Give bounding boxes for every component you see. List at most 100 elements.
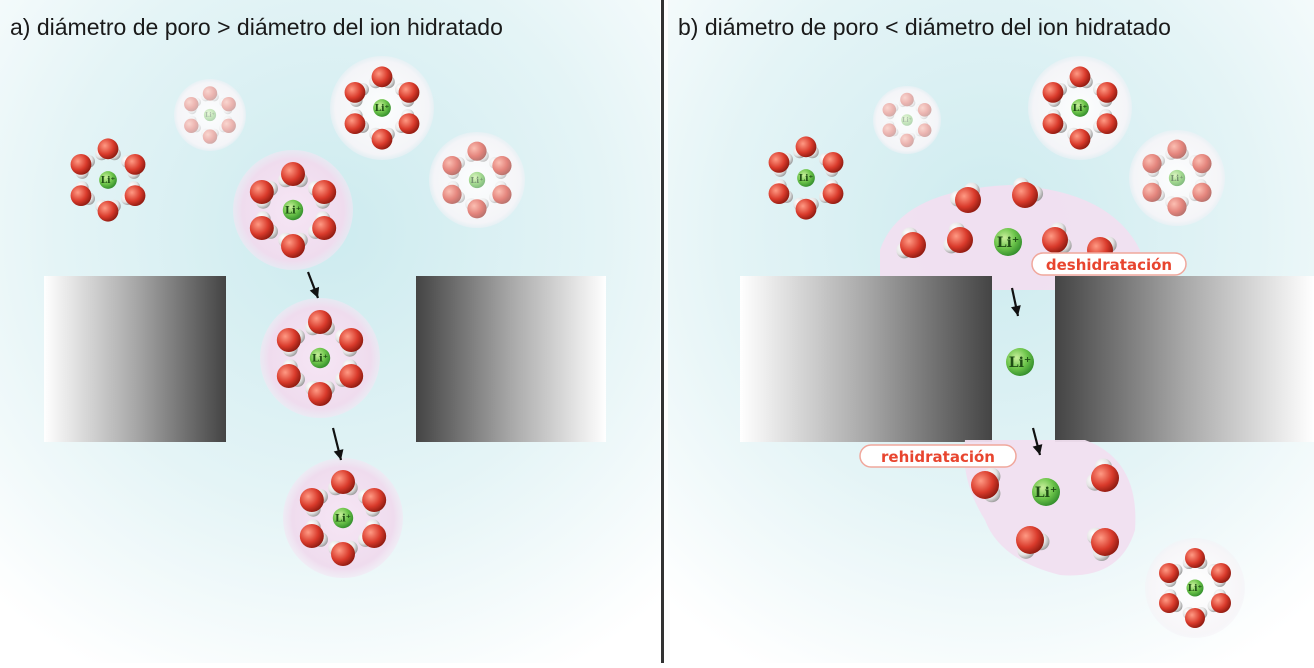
water-molecule-icon (201, 86, 219, 102)
water-molecule-icon (328, 470, 358, 496)
water-molecule-icon (1165, 196, 1189, 217)
water-molecule-icon (1016, 526, 1050, 559)
lithium-ion-icon: Li⁺ (1006, 348, 1034, 376)
lithium-ion-icon: Li⁺ (332, 507, 354, 529)
water-molecule-icon (1159, 589, 1183, 613)
lithium-ion-icon: Li⁺ (373, 99, 391, 117)
water-molecule-icon (1142, 154, 1165, 177)
water-molecule-icon (882, 103, 899, 120)
water-molecule-icon (358, 519, 387, 548)
arrows (306, 271, 1043, 461)
lithium-ion-icon: Li⁺ (1071, 99, 1089, 117)
water-molecule-icon (395, 109, 420, 134)
water-molecule-icon (442, 181, 465, 204)
lithium-ion-icon: Li⁺ (1168, 169, 1186, 187)
ion-label: Li⁺ (101, 176, 116, 186)
hydrated-ion: Li⁺ (330, 56, 434, 160)
water-molecule-icon (305, 380, 335, 406)
water-molecule-icon (328, 540, 358, 566)
water-molecule-icon (971, 467, 1001, 503)
water-molecule-icon (793, 136, 819, 159)
water-molecule-icon (344, 109, 369, 134)
water-molecule-icon (305, 310, 335, 336)
lithium-ion-icon: Li⁺ (309, 347, 331, 369)
water-molecule-icon (1207, 563, 1231, 587)
water-molecule-icon (369, 127, 395, 150)
hydrated-ion: Li⁺ (429, 132, 525, 228)
water-molecule-icon (219, 115, 236, 133)
water-molecule-icon (121, 181, 146, 207)
water-molecule-icon (1067, 66, 1093, 89)
ion-label: Li⁺ (1009, 355, 1032, 371)
water-molecule-icon (949, 182, 981, 213)
hydrated-ion: Li⁺ (283, 458, 403, 578)
water-molecule-icon (201, 128, 219, 144)
panel-a-title: a) diámetro de poro > diámetro del ion h… (10, 14, 503, 40)
water-molecule-icon (395, 82, 420, 107)
ion-label: Li⁺ (1171, 173, 1184, 183)
water-molecule-icon (882, 120, 899, 137)
water-molecule-icon (1165, 139, 1189, 160)
ion-label: Li⁺ (1073, 104, 1088, 114)
water-molecule-icon (1093, 82, 1118, 107)
lithium-ion-icon: Li⁺ (203, 108, 217, 122)
water-molecule-icon (358, 488, 387, 517)
water-molecule-icon (276, 359, 305, 388)
lithium-ion-icon: Li⁺ (99, 171, 117, 189)
water-molecule-icon (276, 328, 305, 357)
water-molecule-icon (369, 66, 395, 89)
water-molecule-icon (1042, 109, 1067, 134)
water-molecule-icon (278, 232, 308, 258)
ion-label: Li⁺ (205, 112, 215, 119)
water-molecule-icon (819, 179, 844, 205)
water-molecule-icon (1042, 222, 1072, 254)
rehydrating-ion: Li⁺ (971, 458, 1119, 562)
membrane-b-left (740, 276, 992, 442)
water-molecule-icon (249, 211, 278, 240)
water-molecule-icon (308, 211, 337, 240)
hydrated-ion: Li⁺ (260, 298, 380, 418)
ion-label: Li⁺ (335, 514, 351, 525)
ion-label: Li⁺ (1188, 584, 1203, 594)
ion-label: Li⁺ (285, 206, 301, 217)
hydrated-ion: Li⁺ (1145, 538, 1245, 638)
lithium-ion-icon: Li⁺ (468, 171, 486, 189)
ion-label: Li⁺ (375, 104, 390, 114)
arrow-down-icon (331, 427, 344, 461)
water-molecule-icon (95, 138, 121, 161)
ion-label: Li⁺ (471, 175, 484, 185)
water-molecule-icon (184, 97, 201, 115)
lithium-ion-icon: Li⁺ (282, 199, 304, 221)
water-molecule-icon (1189, 154, 1212, 177)
membrane-a-left (44, 276, 226, 442)
water-molecule-icon (249, 180, 278, 209)
water-molecule-icon (1159, 563, 1183, 587)
dehydration-label-text: deshidratación (1046, 256, 1172, 274)
hydrated-ion: Li⁺ (70, 138, 146, 222)
panel-divider (661, 0, 664, 663)
water-molecule-icon (1067, 127, 1093, 150)
hydrated-ion: Li⁺ (873, 86, 941, 154)
lithium-ion-icon: Li⁺ (994, 228, 1022, 256)
water-molecule-icon (344, 82, 369, 107)
water-molecule-icon (95, 199, 121, 222)
water-molecule-icon (1182, 548, 1208, 570)
water-molecule-icon (1207, 589, 1231, 613)
panel-b-title: b) diámetro de poro < diámetro del ion h… (678, 14, 1171, 40)
water-molecule-icon (819, 152, 844, 177)
water-molecule-icon (896, 227, 926, 259)
hydrated-ion: Li⁺ (1028, 56, 1132, 160)
water-molecule-icon (898, 92, 916, 108)
water-molecule-icon (70, 181, 95, 207)
water-molecule-icon (1086, 458, 1119, 492)
hydrated-ion-clusters: Li⁺ Li⁺ Li⁺ Li⁺ Li⁺ Li⁺ Li⁺ Li⁺ Li⁺ Li⁺ Li⁺ Li⁺ Li⁺ L… (70, 56, 1245, 638)
water-molecule-icon (768, 179, 793, 205)
water-molecule-icon (768, 152, 793, 177)
water-molecule-icon (898, 132, 916, 148)
hydrated-ion: Li⁺ (768, 136, 844, 220)
water-molecule-icon (278, 162, 308, 188)
water-molecule-icon (121, 154, 146, 179)
water-molecule-icon (489, 181, 512, 204)
lithium-ion-icon: Li⁺ (901, 114, 913, 126)
